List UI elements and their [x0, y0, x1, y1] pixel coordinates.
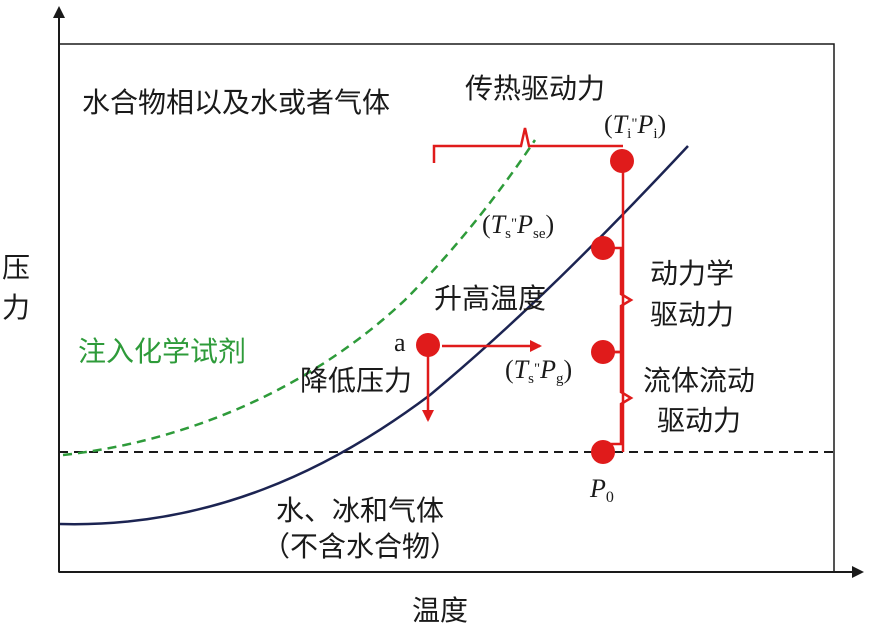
- heat-transfer-bracket: [432, 127, 623, 163]
- point-ti-pi-marker: [610, 149, 634, 173]
- point-p0-label: P0: [589, 474, 614, 506]
- inhibitor-label: 注入化学试剂: [78, 335, 246, 368]
- y-axis-label-top: 压: [2, 251, 30, 284]
- fluid-bracket: [610, 350, 634, 446]
- heat-transfer-label: 传热驱动力: [465, 72, 605, 105]
- upper-region-label: 水合物相以及水或者气体: [82, 86, 390, 119]
- point-a-marker: [416, 333, 440, 357]
- inhibitor-curve: [62, 139, 537, 457]
- point-ti-pi-label: (Ti"Pi): [604, 110, 666, 142]
- fluid-label-line2: 驱动力: [657, 404, 741, 437]
- x-axis-label: 温度: [412, 594, 468, 627]
- kinetic-label-line2: 驱动力: [650, 298, 734, 331]
- kinetic-bracket: [610, 246, 634, 354]
- raise-temp-label: 升高温度: [434, 282, 546, 315]
- lower-region-label-line1: 水、冰和气体: [276, 494, 444, 527]
- lower-region-label-line2: （不含水合物）: [262, 530, 458, 563]
- lower-pressure-label: 降低压力: [300, 364, 412, 397]
- point-ts-pg-marker: [591, 340, 615, 364]
- y-axis-label-bottom: 力: [2, 291, 30, 324]
- fluid-label-line1: 流体流动: [643, 364, 755, 397]
- point-ts-pse-label: (Ts"Pse): [482, 210, 554, 242]
- point-a-label: a: [394, 328, 406, 357]
- point-ts-pg-label: (Ts"Pg): [505, 355, 572, 387]
- point-ts-pse-marker: [591, 236, 615, 260]
- equilibrium-curve: [59, 145, 689, 526]
- point-p0-marker: [591, 440, 615, 464]
- kinetic-label-line1: 动力学: [650, 257, 734, 290]
